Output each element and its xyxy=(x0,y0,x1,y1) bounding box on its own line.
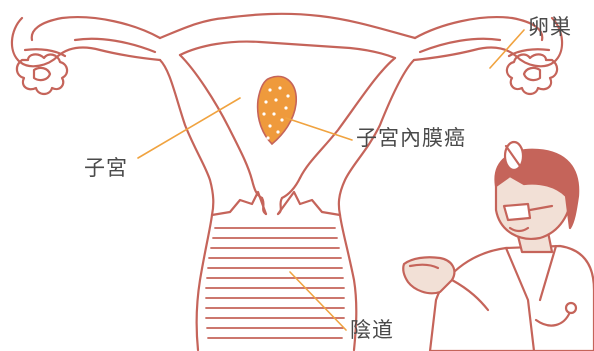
left-fallopian-tube xyxy=(12,17,160,66)
label-ovary: 卵巣 xyxy=(528,15,572,39)
leader-line-vagina xyxy=(290,272,346,330)
right-ovary xyxy=(507,54,557,94)
doctor-illustration xyxy=(403,142,594,351)
left-ovary xyxy=(17,54,67,94)
label-vagina: 陰道 xyxy=(350,318,394,342)
leader-line-ovary xyxy=(490,30,524,68)
label-endometrial-cancer: 子宮內膜癌 xyxy=(356,126,466,150)
leader-line-uterus xyxy=(138,98,240,158)
vaginal-rugae xyxy=(206,228,344,338)
label-uterus: 子宮 xyxy=(84,156,128,180)
endometrial-tumor xyxy=(258,76,297,144)
leader-line-cancer xyxy=(286,118,352,140)
vagina xyxy=(197,192,357,350)
